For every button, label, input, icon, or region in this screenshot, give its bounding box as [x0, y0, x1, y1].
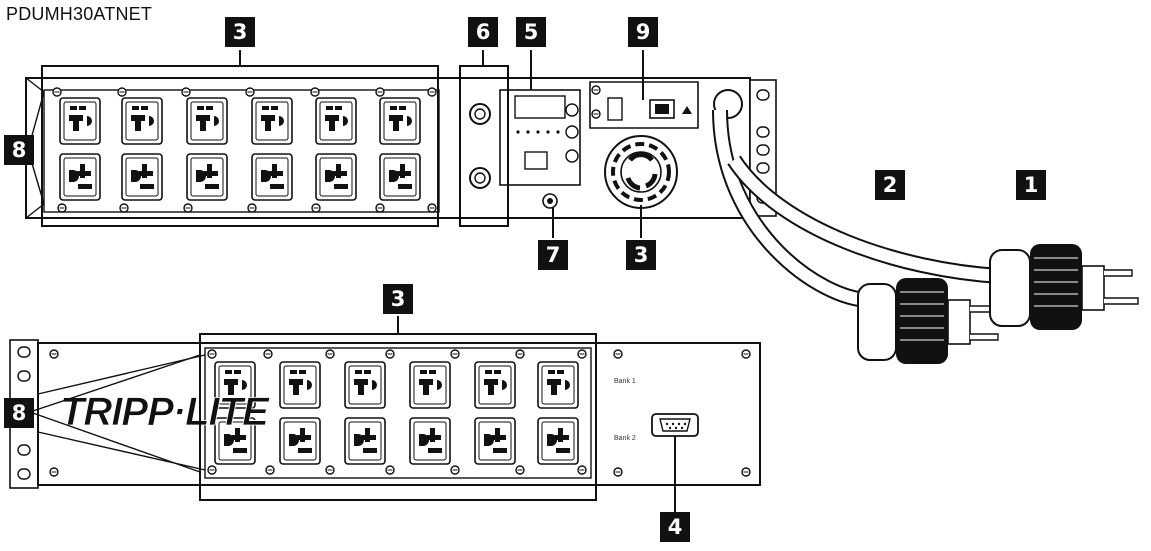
serial-port [651, 413, 699, 437]
callout-4-serial: 4 [660, 512, 690, 542]
callout-3-bottom-outlets: 3 [383, 284, 413, 314]
bank-2-label: Bank 2 [614, 435, 636, 442]
circuit-breakers [469, 103, 491, 189]
callout-7-reset: 7 [538, 240, 568, 270]
callout-1-plug: 1 [1016, 170, 1046, 200]
callout-3-top-outlets: 3 [225, 17, 255, 47]
callout-9-network: 9 [628, 17, 658, 47]
brand-logo: TRIPP·LITE [60, 390, 272, 435]
brand-text: TRIPP·LITE [60, 390, 270, 434]
callout-3-input: 3 [626, 240, 656, 270]
callout-8-bottom-ears: 8 [4, 398, 34, 428]
model-title: PDUMH30ATNET [6, 4, 153, 24]
callout-6-breakers: 6 [468, 17, 498, 47]
power-cords [712, 89, 1139, 364]
input-locking-receptacle [604, 135, 678, 209]
digital-display-panel [499, 89, 581, 209]
bottom-pdu-body [9, 339, 761, 489]
callout-5-display: 5 [516, 17, 546, 47]
bank-1-label: Bank 1 [614, 378, 636, 385]
callout-2-plug: 2 [875, 170, 905, 200]
callout-8-top-ears: 8 [4, 135, 34, 165]
network-card [589, 81, 699, 129]
